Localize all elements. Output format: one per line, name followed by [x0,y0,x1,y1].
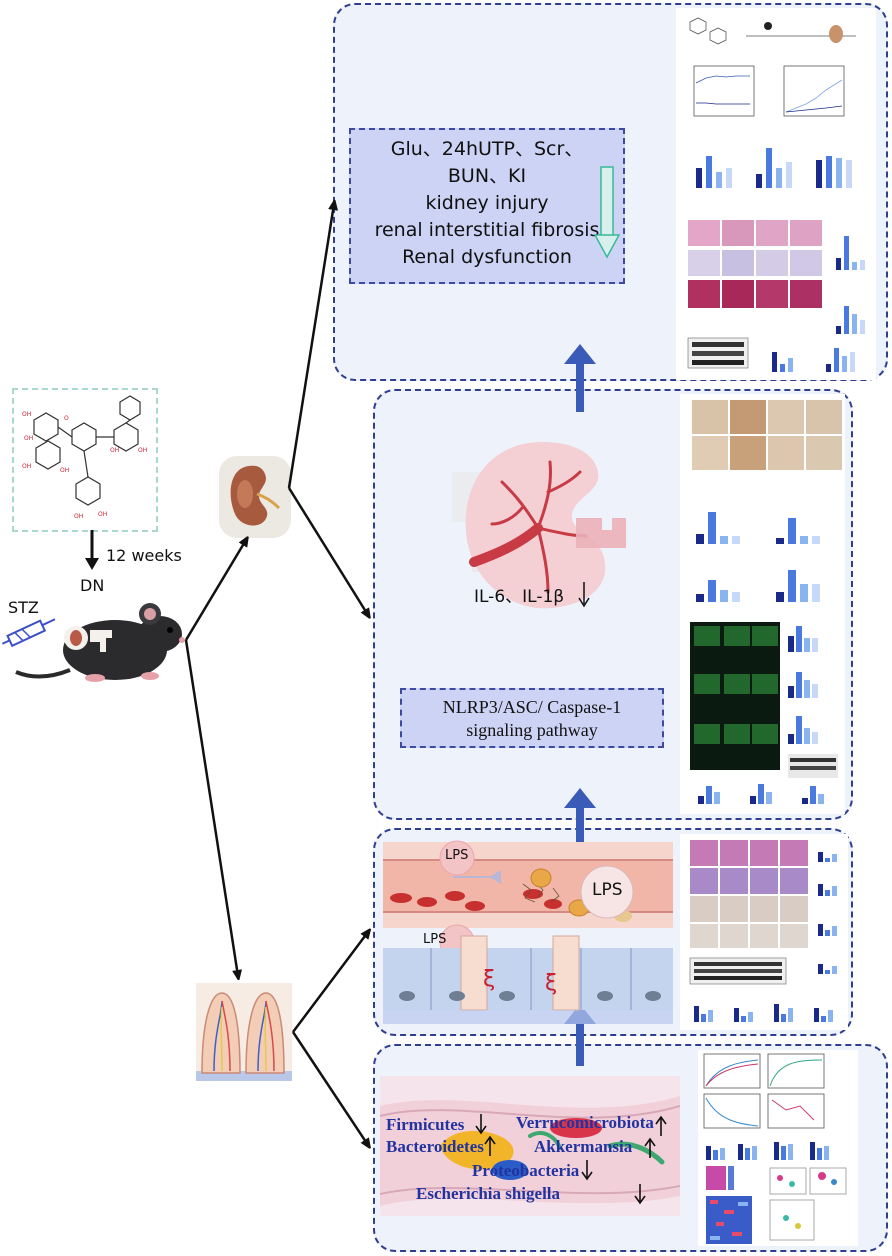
proteobacteria-label: Proteobacteria [472,1161,580,1180]
microbiota-change-arrows [475,1114,667,1205]
cytokine-down-arrow-icon [578,582,590,608]
figure-thumbnail-2 [680,394,845,814]
svg-text:OH: OH [24,435,33,442]
outcome-line-5: Renal dysfunction [402,246,572,268]
svg-text:OH: OH [98,511,107,518]
outcome-line-1: Glu、24hUTP、Scr、 [390,138,584,160]
svg-text:O: O [64,415,69,422]
stz-label: STZ [8,598,39,617]
syringe-icon [1,618,56,648]
verrucomicrobiota-label: Verrucomicrobiota [516,1113,654,1132]
up-arrow-1 [564,344,596,412]
figure-thumbnail-3 [680,834,848,1030]
intestinal-barrier-illustration: ξ ξ [383,840,673,1024]
pathway-line-2: signaling pathway [466,720,598,740]
lps-label-3: LPS [423,932,447,947]
down-arrow-treatment [85,530,99,570]
duration-label: 12 weeks [106,546,182,565]
svg-text:OH: OH [110,447,119,454]
pathway-box: NLRP3/ASC/ Caspase-1 signaling pathway [400,688,664,748]
figure-thumbnail-4 [698,1050,858,1246]
svg-text:OH: OH [22,463,31,470]
bacteroidetes-label: Bacteroidetes [386,1137,484,1156]
svg-text:ξ: ξ [545,971,557,996]
compound-structure-image: OH OH OH OH OH OH OH OH O [22,395,147,520]
svg-text:OH: OH [74,513,83,520]
gut-microbiota-illustration [380,1076,680,1216]
pathway-line-1: NLRP3/ASC/ Caspase-1 [442,697,622,717]
kidney-inflammation-illustration [452,442,626,609]
outcome-line-3: kidney injury [425,192,549,214]
akkermansia-label: Akkermansia [534,1137,633,1156]
svg-text:OH: OH [138,447,147,454]
svg-text:OH: OH [60,467,69,474]
cytokine-label: IL-6、IL-1β [474,587,565,607]
svg-text:ξ: ξ [483,967,495,992]
decrease-arrow-icon [594,166,620,259]
lps-label-2: LPS [592,880,623,900]
kidney-outcomes-box: Glu、24hUTP、Scr、 BUN、KI kidney injury ren… [349,128,625,284]
outcome-line-4: renal interstitial fibrosis [374,219,600,241]
compound-structure-frame [12,388,158,532]
microbiota-labels: Firmicutes Bacteroidetes Verrucomicrobio… [386,1113,667,1205]
firmicutes-label: Firmicutes [386,1115,465,1134]
kidney-organ-image [219,456,291,538]
model-label: DN [80,576,105,595]
outcome-line-2: BUN、KI [447,165,527,187]
lps-label-1: LPS [445,848,469,863]
up-arrow-2 [564,788,596,850]
intestinal-villi-image [196,983,292,1081]
figure-thumbnail-1 [676,8,876,380]
mouse-illustration [1,603,185,682]
escherichia-label: Escherichia shigella [416,1184,561,1203]
svg-text:OH: OH [22,411,31,418]
